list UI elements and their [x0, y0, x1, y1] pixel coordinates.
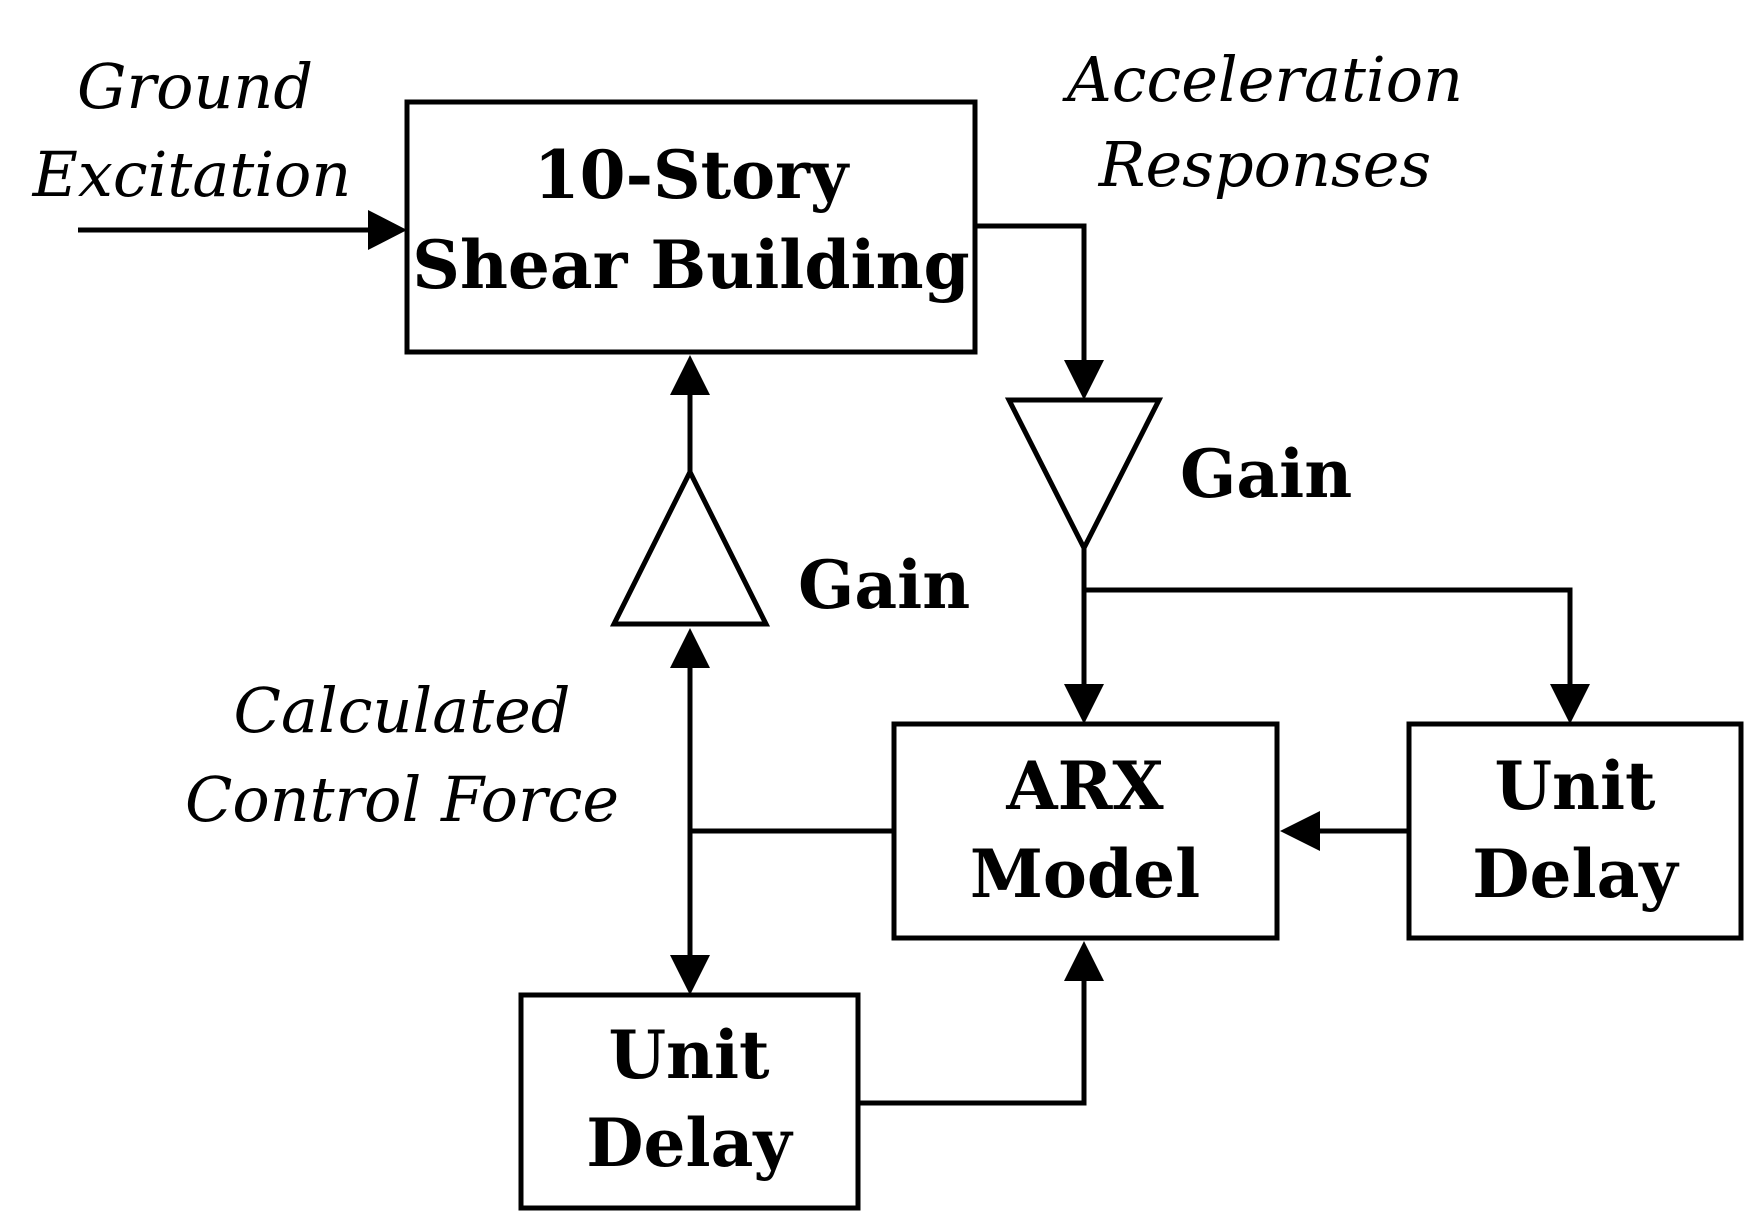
plant-label-line2: Shear Building [412, 226, 969, 304]
wire-bottom-delay-to-arx [858, 980, 1087, 1106]
gain-triangle-output [1004, 397, 1164, 554]
arrowhead-arx-right-input [1280, 811, 1320, 851]
arrowhead-gain-input [1064, 360, 1104, 400]
acceleration-responses-label-line2: Responses [1098, 128, 1431, 201]
block-shear-building [404, 99, 978, 355]
ground-excitation-label-line1: Ground [77, 50, 313, 123]
ground-excitation-label-line2: Excitation [32, 138, 352, 211]
wire-gain-to-right-delay [1084, 587, 1573, 686]
wire-plant-to-gain [975, 223, 1087, 362]
block-arx-model [891, 721, 1280, 941]
arx-label-line2: Model [970, 835, 1200, 913]
right-delay-label-line2: Delay [1472, 835, 1679, 913]
arrowhead-control-gain-input [670, 628, 710, 668]
plant-label-line1: 10-Story [534, 136, 850, 214]
control-force-label-line2: Control Force [185, 763, 619, 836]
right-delay-label-line1: Unit [1494, 747, 1656, 825]
gain-triangle-control [609, 466, 771, 627]
arrowhead-bottom-delay-input [670, 955, 710, 995]
bottom-delay-label-line2: Delay [586, 1104, 793, 1182]
arrowhead-right-delay-input [1550, 684, 1590, 724]
arrowhead-plant-input [368, 210, 407, 250]
control-force-label-line1: Calculated [234, 674, 571, 747]
arrowhead-plant-bottom-input [670, 355, 710, 395]
arx-label-line1: ARX [1005, 747, 1164, 825]
arrowhead-arx-top-input [1064, 684, 1104, 724]
control-gain-label: Gain [798, 546, 970, 624]
output-gain-label: Gain [1180, 435, 1352, 513]
bottom-delay-label-line1: Unit [608, 1016, 770, 1094]
block-unit-delay-right [1406, 721, 1744, 941]
acceleration-responses-label-line1: Acceleration [1062, 43, 1463, 116]
arrowhead-arx-bottom-input [1064, 941, 1104, 981]
block-unit-delay-bottom [518, 992, 861, 1211]
